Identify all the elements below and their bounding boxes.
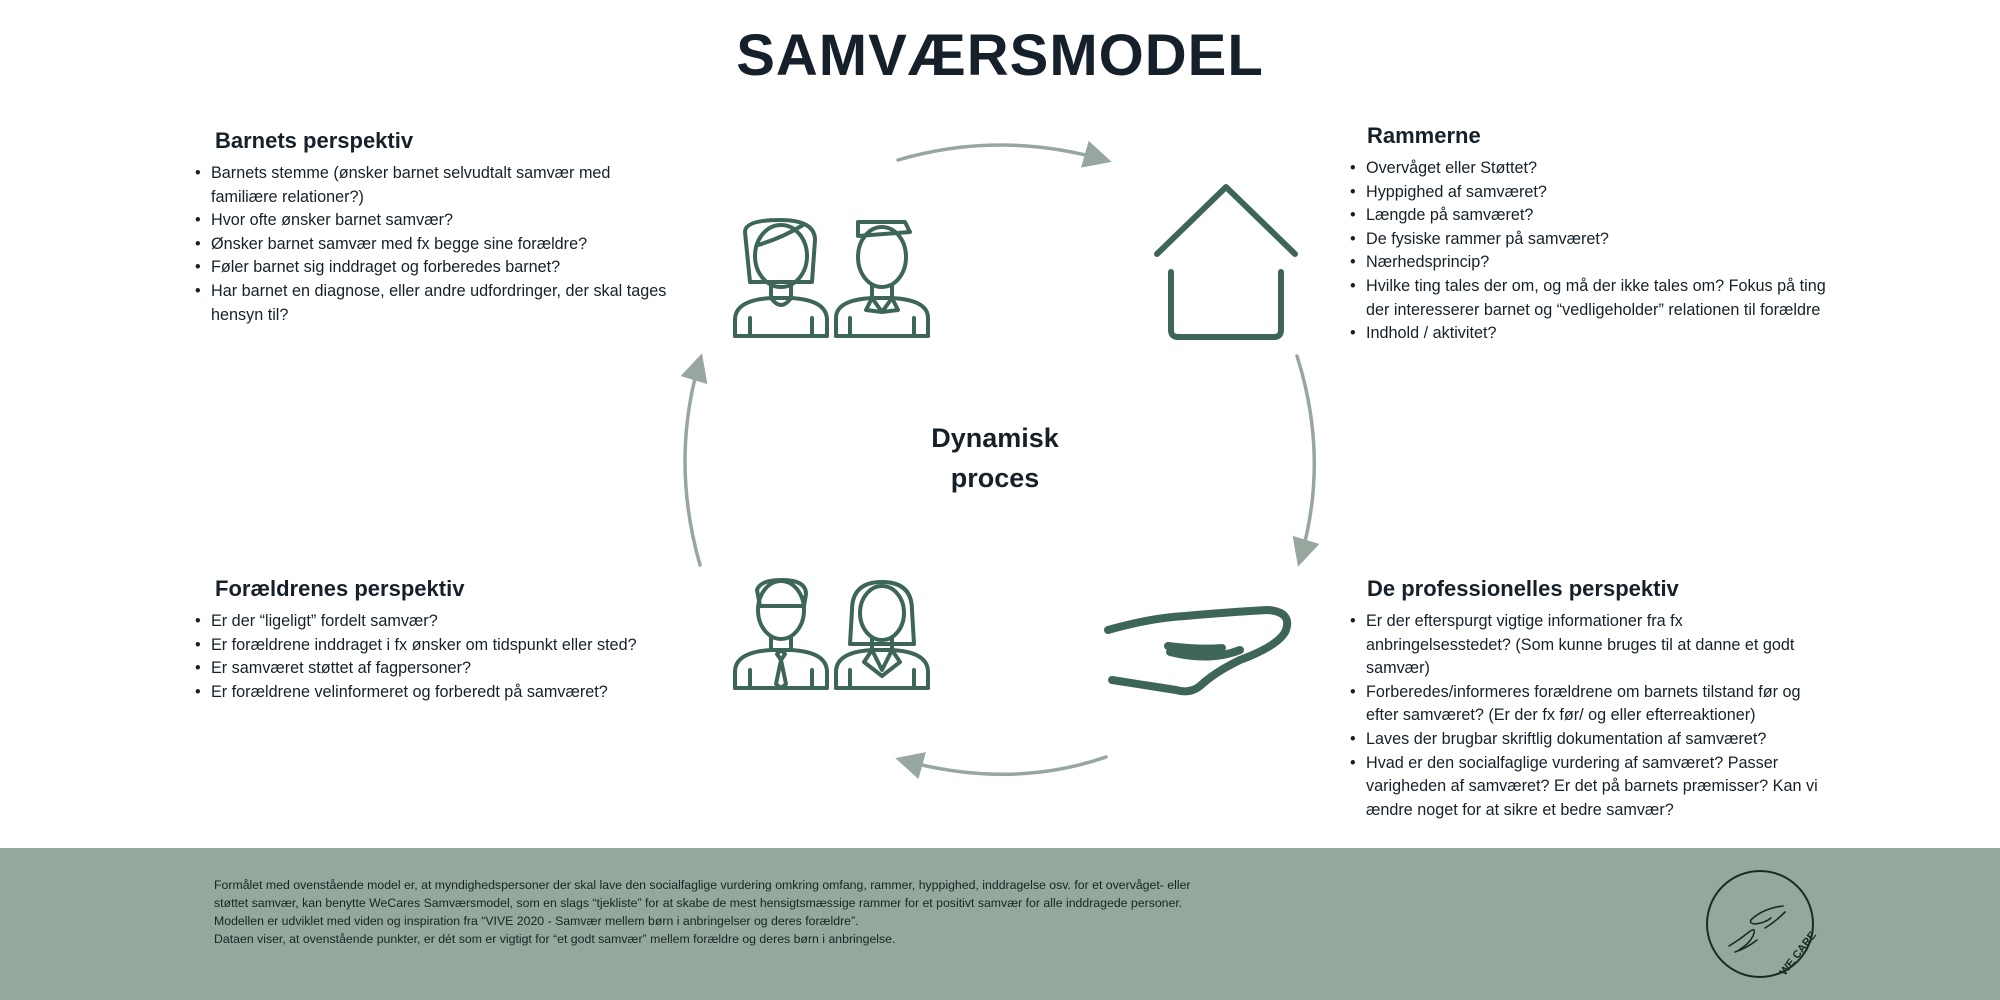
footer-paragraph: Dataen viser, at ovenstående punkter, er… [214, 932, 896, 946]
family-children-icon [733, 218, 930, 338]
list-item: Forberedes/informeres forældrene om barn… [1350, 681, 1830, 728]
panel-list: Er der efterspurgt vigtige informationer… [1350, 610, 1830, 822]
list-item: Indhold / aktivitet? [1350, 322, 1830, 346]
panel-professionals-perspective: De professionelles perspektiv Er der eft… [1350, 576, 1830, 822]
cycle-arrows [680, 140, 1320, 780]
house-icon [1154, 184, 1298, 340]
panel-list: Barnets stemme (ønsker barnet selvudtalt… [195, 162, 670, 327]
panel-list: Overvåget eller Støttet? Hyppighed af sa… [1350, 157, 1830, 346]
panel-heading: Barnets perspektiv [215, 128, 414, 153]
hand-icon [1104, 606, 1292, 696]
list-item: Hvor ofte ønsker barnet samvær? [195, 209, 670, 233]
parents-icon [733, 578, 930, 690]
cycle-diagram [680, 140, 1320, 780]
logo-text: WE CARE [1778, 930, 1819, 978]
arrow-top [896, 140, 1112, 168]
arrow-left [680, 353, 708, 567]
list-item: Har barnet en diagnose, eller andre udfo… [195, 280, 670, 327]
list-item: Barnets stemme (ønsker barnet selvudtalt… [195, 162, 670, 209]
list-item: Længde på samværet? [1350, 204, 1830, 228]
footer-paragraph: Modellen er udviklet med viden og inspir… [214, 914, 859, 928]
list-item: Er samværet støttet af fagpersoner? [195, 657, 670, 681]
wecare-logo-icon: WE CARE [1706, 870, 1819, 978]
list-item: Hvad er den socialfaglige vurdering af s… [1350, 752, 1830, 823]
list-item: Hyppighed af samværet? [1350, 181, 1830, 205]
panel-heading: De professionelles perspektiv [1367, 576, 1679, 601]
list-item: Er forældrene inddraget i fx ønsker om t… [195, 634, 670, 658]
list-item: Føler barnet sig inddraget og forberedes… [195, 256, 670, 280]
center-label-line1: Dynamisk [931, 423, 1059, 453]
list-item: Laves der brugbar skriftlig dokumentatio… [1350, 728, 1830, 752]
panel-framework: Rammerne Overvåget eller Støttet? Hyppig… [1350, 123, 1830, 346]
panel-heading: Rammerne [1367, 123, 1481, 148]
footer-text: Formålet med ovenstående model er, at my… [214, 876, 1204, 948]
panel-parents-perspective: Forældrenes perspektiv Er der “ligeligt”… [195, 576, 670, 704]
center-label-line2: proces [950, 463, 1040, 493]
list-item: Er forældrene velinformeret og forberedt… [195, 681, 670, 705]
list-item: Hvilke ting tales der om, og må der ikke… [1350, 275, 1830, 322]
panel-list: Er der “ligeligt” fordelt samvær? Er for… [195, 610, 670, 704]
list-item: Er der efterspurgt vigtige informationer… [1350, 610, 1830, 681]
page-title: SAMVÆRSMODEL [736, 23, 1264, 88]
footer-paragraph: Formålet med ovenstående model er, at my… [214, 878, 1191, 910]
panel-childs-perspective: Barnets perspektiv Barnets stemme (ønske… [195, 128, 670, 327]
list-item: Ønsker barnet samvær med fx begge sine f… [195, 233, 670, 257]
list-item: Er der “ligeligt” fordelt samvær? [195, 610, 670, 634]
list-item: De fysiske rammer på samværet? [1350, 228, 1830, 252]
arrow-right [1292, 354, 1320, 567]
footer: Formålet med ovenstående model er, at my… [0, 848, 2000, 1000]
panel-heading: Forældrenes perspektiv [215, 576, 465, 601]
list-item: Overvåget eller Støttet? [1350, 157, 1830, 181]
list-item: Nærhedsprincip? [1350, 251, 1830, 275]
center-label: Dynamisk proces [880, 418, 1110, 498]
arrow-bottom [895, 752, 1108, 780]
